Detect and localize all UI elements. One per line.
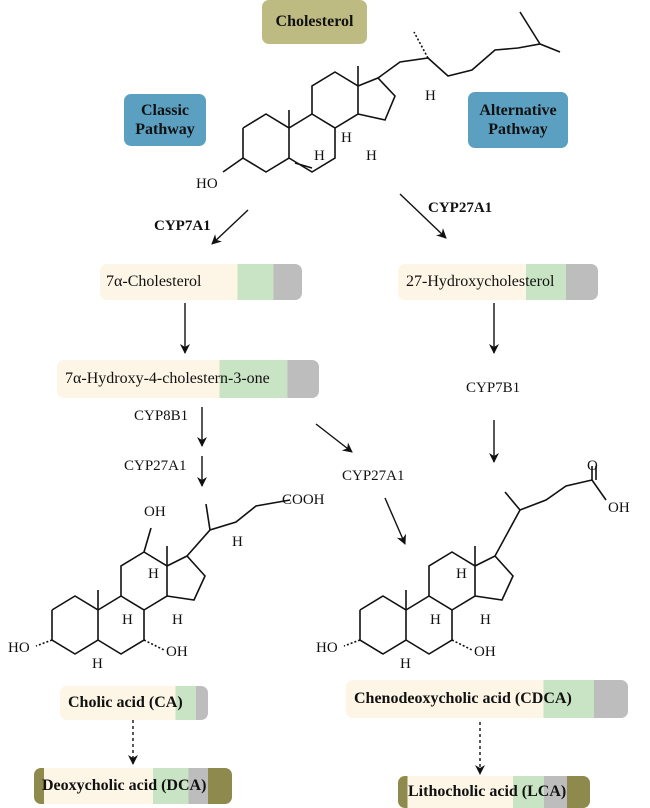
cdca-oh-acid: OH [608,500,630,516]
cholic-acid-label: Cholic acid (CA) [68,694,183,711]
cholic-acid-box: Cholic acid (CA) [60,686,208,720]
cholic-oh-12: OH [144,504,166,520]
cdca-oh-7: OH [474,644,496,660]
classic-pathway-box: Classic Pathway [124,94,206,146]
cdca-structure [343,466,607,655]
arrow-cyp27a1-mid-to-cdca [384,497,406,545]
cdca-h-8: H [456,566,467,582]
lca-label: Lithocholic acid (LCA) [408,783,567,800]
lca-box: Lithocholic acid (LCA) [398,776,590,808]
cdca-ho-3: HO [316,640,338,656]
cholic-h-8: H [148,566,159,582]
arrow-cyp27a1-top [399,193,447,239]
enzyme-cyp27a1-mid: CYP27A1 [342,468,405,484]
cholesterol-h-8: H [341,130,352,146]
enzyme-cyp7b1: CYP7B1 [466,380,521,396]
enzyme-cyp27a1-left: CYP27A1 [124,458,187,474]
alternative-pathway-box: Alternative Pathway [468,92,568,148]
alternative-line-2: Pathway [488,121,548,138]
cholesterol-h-9: H [314,148,325,164]
cholic-h-9: H [122,612,133,628]
cholic-cooh: COOH [282,492,325,508]
cdca-o: O [587,458,598,474]
cholesterol-structure [222,11,561,173]
seven-alpha-cholesterol-label: 7α-Cholesterol [106,273,202,290]
seven-alpha-hydroxy-one-box: 7α-Hydroxy-4-cholestern-3-one [57,360,319,398]
cholesterol-h-17: H [425,88,436,104]
cdca-h-5: H [400,656,411,672]
dca-label: Deoxycholic acid (DCA) [42,777,207,794]
cholic-oh-7: OH [166,644,188,660]
cholic-h-17: H [232,534,243,550]
enzyme-cyp27a1-top: CYP27A1 [428,200,493,216]
cdca-box: Chenodeoxycholic acid (CDCA) [346,680,628,718]
cholesterol-ho-label: HO [196,176,218,192]
arrows [128,193,499,775]
seven-alpha-cholesterol-box: 7α-Cholesterol [100,264,302,300]
alternative-line-1: Alternative [479,102,557,119]
cdca-label: Chenodeoxycholic acid (CDCA) [354,690,572,707]
cholesterol-h-14: H [366,148,377,164]
classic-line-1: Classic [141,102,189,119]
classic-line-2: Pathway [135,121,195,138]
cholic-h-14: H [172,612,183,628]
cholic-h-5: H [92,656,103,672]
cholic-acid-structure [35,499,291,655]
seven-alpha-hydroxy-one-label: 7α-Hydroxy-4-cholestern-3-one [65,370,270,387]
cholic-ho-3: HO [8,640,30,656]
hydroxycholesterol-27-label: 27-Hydroxycholesterol [406,273,555,290]
cholesterol-box: Cholesterol [262,0,367,44]
cdca-h-14: H [480,612,491,628]
dca-box: Deoxycholic acid (DCA) [34,768,232,804]
cdca-h-9: H [430,612,441,628]
hydroxycholesterol-27-box: 27-Hydroxycholesterol [398,264,598,300]
arrow-cyp7a1 [211,209,249,245]
enzyme-cyp7a1: CYP7A1 [154,218,211,234]
enzyme-cyp8b1: CYP8B1 [134,408,189,424]
arrow-to-cyp27a1-mid [315,423,353,453]
